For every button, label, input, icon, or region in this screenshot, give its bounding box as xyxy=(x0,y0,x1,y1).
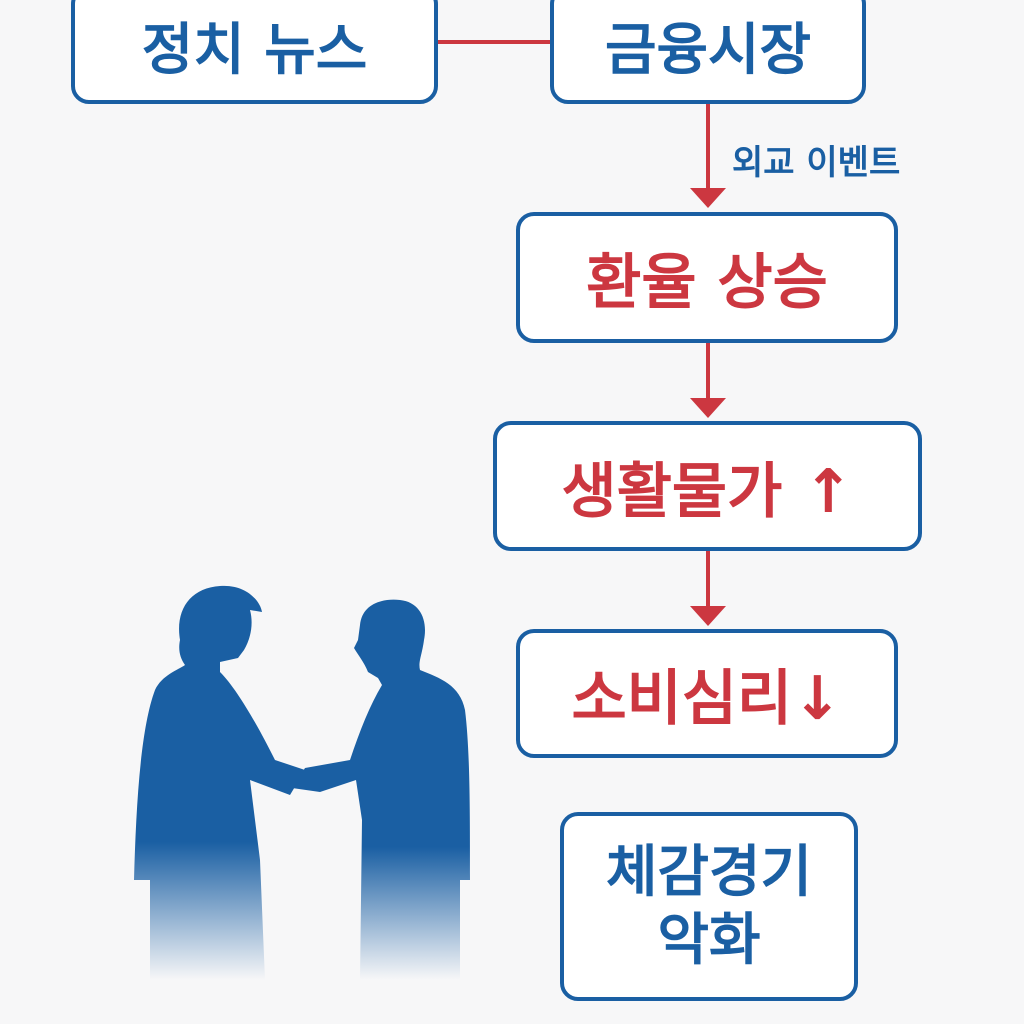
node-living-costs: 생활물가 ↑ xyxy=(493,421,922,551)
node-label-line1: 체감경기 xyxy=(605,840,813,906)
node-consumer-sentiment: 소비심리↓ xyxy=(516,629,898,758)
node-label: 정치 뉴스 xyxy=(141,17,368,83)
node-label: 금융시장 xyxy=(604,17,812,83)
edge-label-diplomatic-event: 외교 이벤트 xyxy=(732,143,901,183)
left-person-silhouette xyxy=(134,585,305,980)
node-label: 소비심리↓ xyxy=(571,664,843,734)
node-label: 환율 상승 xyxy=(586,248,828,318)
node-label-line2: 악화 xyxy=(657,907,761,973)
node-financial-market: 금융시장 xyxy=(550,0,866,104)
node-label: 생활물가 ↑ xyxy=(561,456,854,527)
arrow-market-to-exchange xyxy=(690,103,726,208)
node-perceived-economy: 체감경기 악화 xyxy=(560,812,858,1001)
arrow-exchange-to-prices xyxy=(690,342,726,418)
arrow-prices-to-sentiment xyxy=(690,550,726,626)
node-political-news: 정치 뉴스 xyxy=(71,0,438,104)
node-exchange-rate-rise: 환율 상승 xyxy=(516,212,898,343)
right-person-silhouette xyxy=(292,599,470,980)
handshake-silhouette-icon xyxy=(134,585,470,980)
